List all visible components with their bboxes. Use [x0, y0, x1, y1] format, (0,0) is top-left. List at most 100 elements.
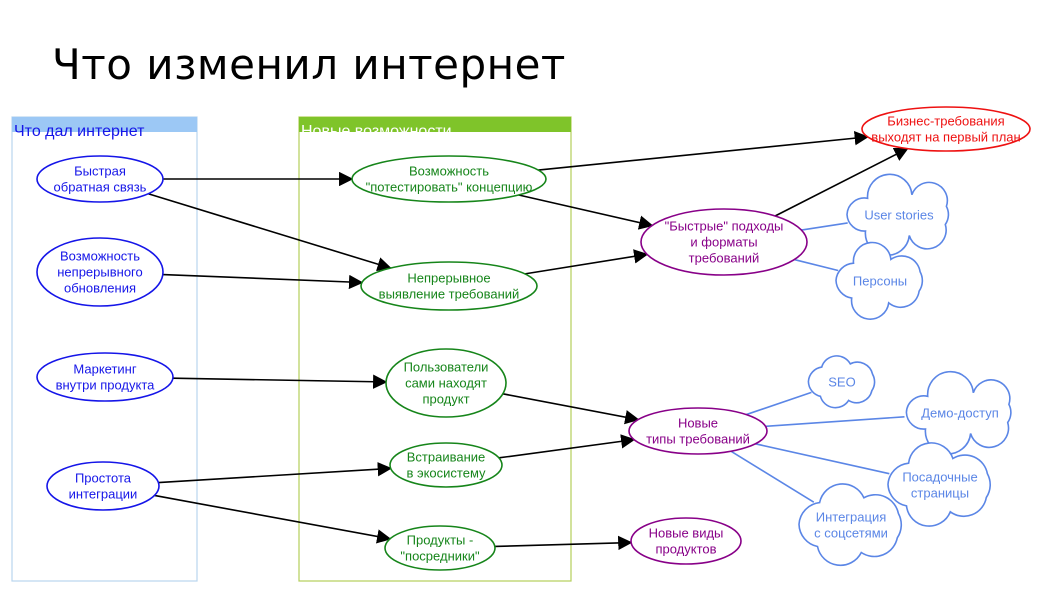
node-ecosystem-embedding-ellipse	[389, 442, 503, 488]
link-new-requirement-types-to-landing-pages	[755, 443, 890, 475]
node-fast-approaches-label: "Быстрые" подходы	[665, 219, 784, 234]
node-continuous-update-label: обновления	[64, 281, 136, 296]
node-easy-integration-label: Простота	[75, 471, 132, 486]
slide-title: Что изменил интернет	[52, 40, 566, 89]
arrow-continuous-update-to-continuous-discovery	[162, 273, 364, 290]
node-easy-integration-ellipse	[46, 461, 160, 511]
node-marketing-in-product-label: Маркетинг	[73, 362, 136, 377]
node-new-requirement-types-label: Новые	[678, 416, 718, 431]
middle-column-title: Новые возможности	[301, 123, 452, 140]
arrow-easy-integration-to-ecosystem-embedding	[158, 461, 393, 484]
arrow-test-concept-to-business-requirements	[538, 131, 870, 171]
node-continuous-update-label: непрерывного	[57, 265, 142, 280]
node-test-concept-label: Возможность	[409, 164, 489, 179]
node-users-find-product-label: продукт	[422, 392, 469, 407]
node-user-stories-cloud	[846, 173, 950, 257]
node-fast-approaches-label: требований	[689, 251, 760, 266]
arrow-ecosystem-embedding-to-new-requirement-types	[498, 434, 636, 459]
node-personas-cloud	[835, 241, 924, 320]
node-marketing-in-product-ellipse	[36, 352, 174, 402]
node-new-product-kinds-label: продуктов	[655, 542, 716, 557]
node-users-find-product-label: сами находят	[405, 376, 487, 391]
node-landing-pages-cloud	[887, 442, 991, 527]
node-social-integration-label: с соцсетями	[814, 526, 888, 541]
arrow-users-find-product-to-new-requirement-types	[502, 393, 640, 425]
node-landing-pages-label: страницы	[911, 486, 969, 501]
arrow-fast-approaches-to-business-requirements	[774, 147, 909, 217]
node-continuous-discovery-ellipse	[360, 261, 538, 311]
node-new-product-kinds-label: Новые виды	[649, 526, 724, 541]
left-column-header	[12, 117, 197, 132]
node-landing-pages-label: Посадочные	[902, 470, 977, 485]
edges-layer	[148, 131, 909, 551]
node-easy-integration-label: интеграции	[69, 487, 138, 502]
node-new-product-kinds-ellipse	[630, 517, 742, 565]
arrow-marketing-in-product-to-users-find-product	[172, 374, 388, 389]
node-new-requirement-types-ellipse	[628, 407, 768, 455]
arrow-continuous-discovery-to-fast-approaches	[524, 249, 649, 275]
node-ecosystem-embedding-label: Встраивание	[407, 450, 486, 465]
node-business-requirements-label: выходят на первый план	[871, 130, 1020, 145]
node-continuous-discovery-label: выявление требований	[379, 287, 520, 302]
link-fast-approaches-to-user-stories	[801, 222, 848, 231]
node-business-requirements-ellipse	[861, 106, 1031, 152]
node-personas-label: Персоны	[853, 274, 907, 289]
node-users-find-product-ellipse	[385, 348, 507, 418]
middle-column-panel: Новые возможности	[298, 116, 572, 582]
node-continuous-update-label: Возможность	[60, 249, 140, 264]
node-fast-approaches-ellipse	[640, 208, 808, 276]
node-continuous-update-ellipse	[36, 237, 164, 307]
arrow-fast-feedback-to-continuous-discovery	[148, 193, 392, 272]
node-seo: SEO	[807, 355, 876, 409]
node-test-concept: Возможность"потестировать" концепцию	[351, 155, 547, 203]
node-fast-feedback-label: Быстрая	[74, 164, 126, 179]
node-new-requirement-types-label: типы требований	[646, 432, 750, 447]
node-intermediary-products-label: "посредники"	[400, 549, 480, 564]
node-demo-access-label: Демо-доступ	[921, 406, 999, 421]
node-user-stories-label: User stories	[864, 208, 934, 223]
node-fast-feedback-label: обратная связь	[54, 180, 147, 195]
node-demo-access-cloud	[905, 370, 1012, 455]
node-social-integration-label: Интеграция	[816, 510, 887, 525]
link-fast-approaches-to-personas	[794, 258, 839, 272]
node-user-stories: User stories	[846, 173, 950, 257]
node-intermediary-products: Продукты -"посредники"	[384, 525, 496, 571]
link-new-requirement-types-to-seo	[746, 391, 812, 416]
link-new-requirement-types-to-social-integration	[730, 450, 815, 503]
left-column-panel: Что дал интернет	[11, 116, 198, 582]
node-users-find-product-label: Пользователи	[404, 360, 489, 375]
node-test-concept-ellipse	[351, 155, 547, 203]
link-new-requirement-types-to-demo-access	[765, 416, 905, 428]
middle-column-header	[299, 117, 571, 132]
node-business-requirements-label: Бизнес-требования	[887, 114, 1004, 129]
node-fast-feedback-ellipse	[36, 155, 164, 203]
node-intermediary-products-ellipse	[384, 525, 496, 571]
arrow-easy-integration-to-intermediary-products	[154, 494, 392, 544]
node-ecosystem-embedding-label: в экосистему	[406, 466, 486, 481]
node-seo-cloud	[807, 355, 876, 409]
node-demo-access: Демо-доступ	[905, 370, 1012, 455]
node-personas: Персоны	[835, 241, 924, 320]
left-column-title: Что дал интернет	[14, 123, 145, 140]
node-seo-label: SEO	[828, 375, 855, 390]
node-marketing-in-product-label: внутри продукта	[56, 378, 156, 393]
arrow-intermediary-products-to-new-product-kinds	[494, 535, 633, 551]
node-intermediary-products-label: Продукты -	[407, 533, 474, 548]
node-fast-approaches-label: и форматы	[690, 235, 757, 250]
node-continuous-discovery-label: Непрерывное	[407, 271, 490, 286]
